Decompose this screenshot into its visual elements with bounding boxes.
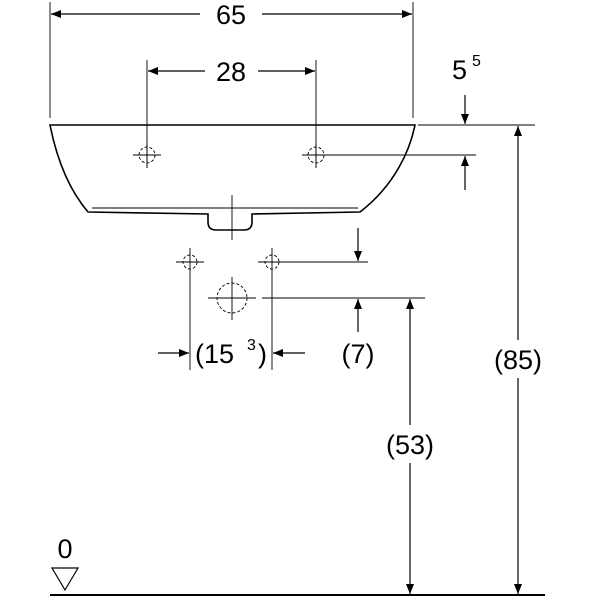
rim-offset-sup: 5 [472,53,481,70]
trap-offset-label: (7) [342,339,375,369]
tap-hole-left-symbol [133,143,161,168]
supply-right-symbol [258,248,286,276]
basin-outline [49,124,416,231]
tap-hole-right-symbol [302,143,330,168]
floor-level-triangle-icon [50,567,80,592]
supply-left-symbol [176,248,204,276]
drain-outlet-symbol [208,277,256,320]
rim-height-label: (85) [494,345,542,375]
rim-offset-label: 5 [452,55,467,85]
tap-dim-label: 28 [216,57,246,87]
trap-dim-close: ) [258,339,267,369]
trap-dim-sup: 3 [247,337,256,354]
drain-height-label: (53) [386,430,434,460]
trap-dim-label: (15 [195,339,234,369]
floor-level-label: 0 [57,534,72,564]
width-dim-label: 65 [216,0,246,30]
